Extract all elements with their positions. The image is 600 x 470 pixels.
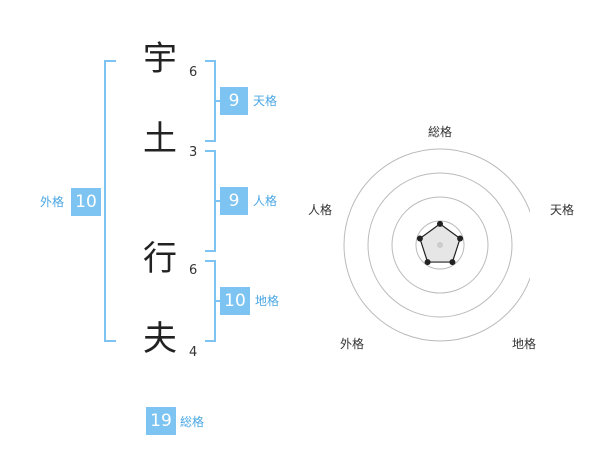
tenkaku-label: 天格 (253, 94, 278, 108)
radar-ring (343, 148, 530, 342)
radar-ring (367, 172, 513, 318)
gaikaku-bracket (104, 60, 116, 342)
tenkaku-connector (214, 100, 220, 102)
name-char-2: 土 (143, 119, 177, 159)
radar-point (449, 259, 456, 266)
radar-point (416, 235, 423, 242)
soukaku-label: 総格 (180, 415, 205, 429)
radar-point (424, 259, 431, 266)
stroke-count-4: 4 (189, 345, 198, 360)
radar-axis-label-soukaku: 総格 (427, 125, 452, 139)
jinkaku-label: 人格 (253, 194, 278, 208)
soukaku-value-badge: 19 (146, 407, 176, 435)
radar-ring (391, 196, 489, 294)
name-char-4: 夫 (143, 319, 177, 359)
gaikaku-label: 外格 (40, 195, 65, 209)
tenkaku-value-badge: 9 (220, 87, 248, 115)
stroke-count-3: 6 (189, 263, 198, 278)
radar-axis-label-jinkaku: 人格 (307, 203, 332, 217)
radar-center-dot (437, 242, 443, 248)
radar-point (457, 235, 464, 242)
stroke-count-1: 6 (189, 65, 198, 80)
name-char-3: 行 (143, 239, 177, 279)
radar-axis-label-chikaku: 地格 (511, 337, 536, 351)
stroke-count-2: 3 (189, 145, 198, 160)
chikaku-label: 地格 (255, 294, 280, 308)
chikaku-value-badge: 10 (220, 287, 250, 315)
gaikaku-value-badge: 10 (71, 188, 101, 216)
name-char-1: 宇 (143, 39, 177, 79)
jinkaku-value-badge: 9 (220, 187, 248, 215)
jinkaku-connector (214, 200, 220, 202)
radar-chart (343, 148, 530, 342)
radar-point (437, 220, 443, 227)
radar-axis-label-gaikaku: 外格 (339, 337, 364, 351)
chikaku-connector (214, 300, 220, 302)
radar-axis-label-tenkaku: 天格 (549, 203, 574, 217)
